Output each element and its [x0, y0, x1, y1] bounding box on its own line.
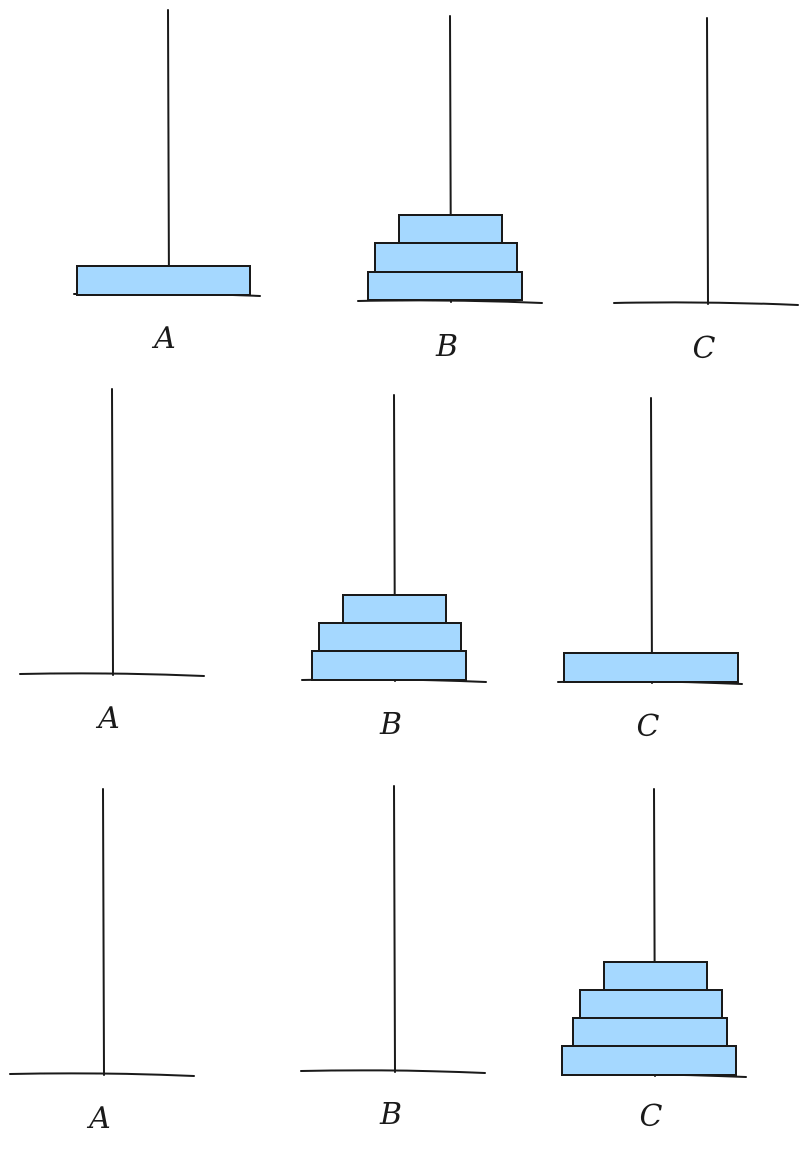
peg-label: C	[637, 709, 660, 744]
peg-b-group: B	[300, 785, 486, 1132]
peg-c-group: C	[557, 397, 743, 744]
peg-pole	[393, 785, 396, 1073]
disk	[579, 989, 723, 1019]
peg-pole	[650, 397, 653, 684]
peg-c-group: C	[561, 788, 747, 1134]
disk	[367, 271, 523, 301]
state-row-1: A B C	[73, 9, 799, 366]
peg-a-group: A	[9, 788, 195, 1136]
state-row-2: A B C	[19, 388, 743, 744]
disk	[603, 961, 708, 991]
peg-a-group: A	[73, 9, 261, 356]
peg-label: A	[151, 321, 176, 356]
peg-base-line	[9, 1072, 195, 1077]
disk	[398, 214, 503, 244]
disk	[374, 242, 518, 273]
peg-label: A	[95, 701, 120, 736]
peg-b-group: B	[357, 15, 543, 364]
peg-pole	[167, 9, 170, 296]
disk	[311, 650, 467, 681]
peg-base-line	[613, 301, 799, 306]
peg-label: B	[379, 707, 402, 742]
peg-label: B	[379, 1097, 402, 1132]
disk	[572, 1017, 728, 1047]
disk	[561, 1045, 737, 1076]
peg-b-group: B	[301, 394, 487, 742]
disk	[342, 594, 447, 624]
peg-a-group: A	[19, 388, 205, 736]
disk	[318, 622, 462, 652]
peg-label: A	[86, 1101, 111, 1136]
peg-label: C	[640, 1099, 663, 1134]
peg-c-group: C	[613, 17, 799, 366]
peg-label: B	[435, 329, 458, 364]
peg-pole	[706, 17, 709, 305]
peg-pole	[111, 388, 114, 676]
disk	[563, 652, 739, 683]
disk	[76, 265, 251, 296]
peg-label: C	[693, 331, 716, 366]
peg-base-line	[300, 1069, 486, 1074]
peg-pole	[102, 788, 105, 1076]
state-row-3: A B C	[9, 785, 747, 1136]
